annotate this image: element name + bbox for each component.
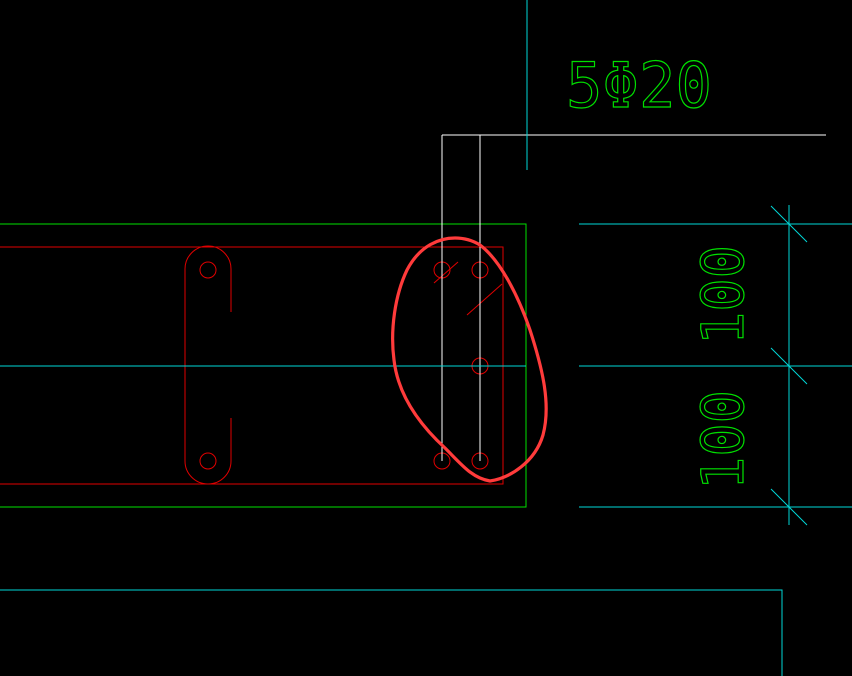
rebar-dot bbox=[199, 261, 217, 279]
dimension-tick bbox=[770, 205, 808, 243]
dimension-label: 100 bbox=[689, 245, 757, 345]
rebar-label: 5Φ20 bbox=[566, 49, 712, 122]
axis-line bbox=[0, 589, 783, 676]
dimension-tick bbox=[770, 488, 808, 526]
dimension-tick bbox=[770, 347, 808, 385]
markup-circle bbox=[391, 236, 548, 483]
dimension-label: 100 bbox=[689, 390, 757, 490]
hook-tick bbox=[433, 261, 459, 284]
hook-tick bbox=[466, 283, 503, 316]
rebar-dot bbox=[199, 452, 217, 470]
tie-loop bbox=[184, 245, 232, 485]
